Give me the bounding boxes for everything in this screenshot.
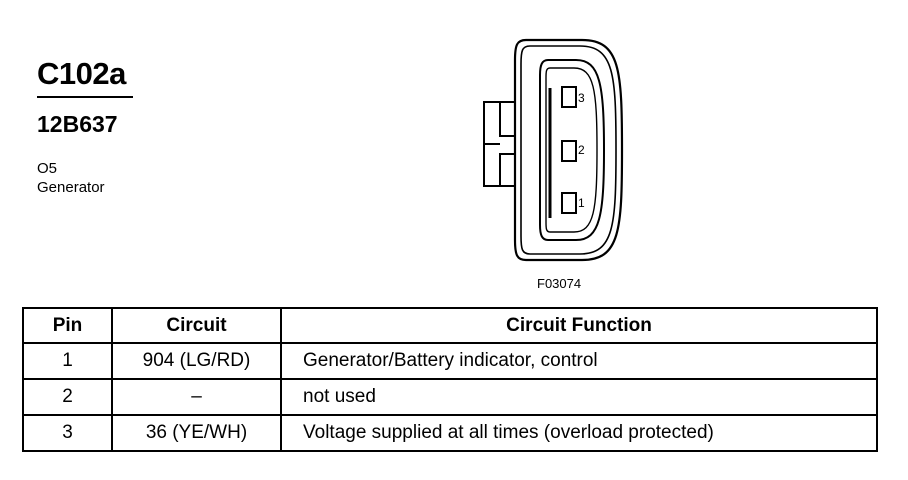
- cell-pin: 3: [22, 414, 113, 452]
- header-pin: Pin: [22, 307, 113, 344]
- cell-function: not used: [280, 378, 878, 416]
- title-underline: [37, 96, 133, 98]
- pinout-table: Pin Circuit Circuit Function 1 904 (LG/R…: [22, 307, 878, 452]
- table-row: 2 – not used: [22, 378, 878, 416]
- cell-circuit: 904 (LG/RD): [111, 342, 282, 380]
- cell-pin: 1: [22, 342, 113, 380]
- cell-circuit: 36 (YE/WH): [111, 414, 282, 452]
- connector-id: C102a: [37, 56, 126, 91]
- cell-function: Generator/Battery indicator, control: [280, 342, 878, 380]
- cell-pin: 2: [22, 378, 113, 416]
- cell-circuit: –: [111, 378, 282, 416]
- header-circuit: Circuit: [111, 307, 282, 344]
- pin-label-3: 3: [578, 91, 585, 105]
- connector-description: Generator: [37, 179, 105, 196]
- header-circuit-function: Circuit Function: [280, 307, 878, 344]
- pin-label-1: 1: [578, 196, 585, 210]
- terminal-3: [561, 86, 577, 108]
- table-header-row: Pin Circuit Circuit Function: [22, 307, 878, 344]
- location-code: O5: [37, 160, 58, 177]
- figure-id: F03074: [537, 276, 582, 291]
- pin-label-2: 2: [578, 143, 585, 157]
- terminal-2: [561, 140, 577, 162]
- part-number: 12B637: [37, 111, 118, 137]
- terminal-1: [561, 192, 577, 214]
- table-row: 3 36 (YE/WH) Voltage supplied at all tim…: [22, 414, 878, 452]
- table-row: 1 904 (LG/RD) Generator/Battery indicato…: [22, 342, 878, 380]
- connector-diagram: 3 2 1: [483, 38, 624, 262]
- cell-function: Voltage supplied at all times (overload …: [280, 414, 878, 452]
